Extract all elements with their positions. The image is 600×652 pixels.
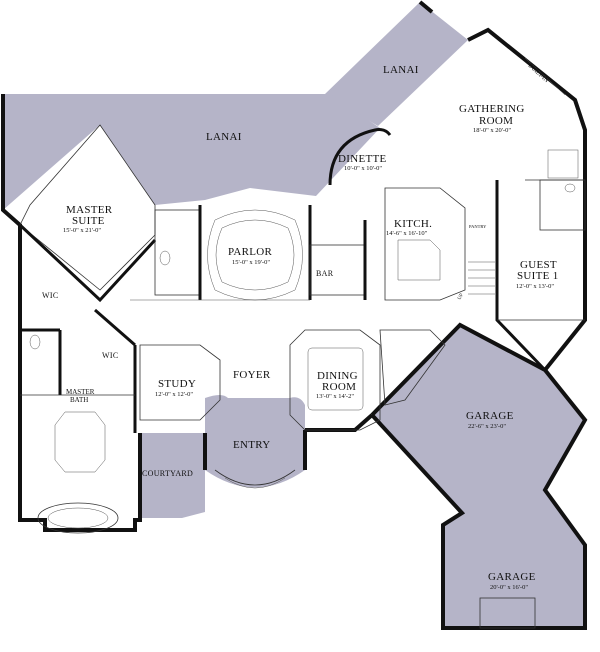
dining-room-label-2: ROOM (322, 381, 356, 393)
lanai-area (3, 2, 468, 210)
foyer-label: FOYER (233, 369, 271, 381)
kitchen-dim: 14'-6" x 16'-10" (386, 230, 428, 237)
master-suite-dim: 15'-0" x 21'-0" (63, 227, 101, 234)
wic-upper-label: WIC (42, 291, 58, 300)
courtyard-label: COURTYARD (142, 469, 193, 478)
garage-main-label: GARAGE (466, 410, 514, 422)
garage-lower-dim: 20'-0" x 16'-0" (490, 584, 528, 591)
master-bath-label-2: BATH (70, 396, 88, 404)
room-labels: LANAI LANAI GATHERING ROOM 18'-0" x 20'-… (42, 63, 559, 591)
built-in-label: BUILT-IN (527, 63, 550, 85)
gathering-room-label-2: ROOM (479, 115, 513, 127)
lanai-main-label: LANAI (206, 131, 242, 143)
interior-walls (18, 124, 585, 433)
guest-suite-label-1: GUEST (520, 259, 557, 271)
entry-label: ENTRY (233, 439, 271, 451)
master-bath-label-1: MASTER (66, 388, 95, 396)
kitchen-label: KITCH. (394, 218, 432, 230)
garage-lower-label: GARAGE (488, 571, 536, 583)
stair-label: UP (457, 293, 465, 301)
gathering-room-dim: 18'-0" x 20'-0" (473, 127, 511, 134)
pantry-label: PANTRY (469, 224, 487, 229)
bar-label: BAR (316, 269, 334, 278)
courtyard-area (140, 433, 205, 518)
gathering-room-label-1: GATHERING (459, 103, 525, 115)
dining-room-label-1: DINING (317, 370, 358, 382)
master-suite-label-1: MASTER (66, 204, 113, 216)
parlor-label: PARLOR (228, 246, 273, 258)
master-suite-label-2: SUITE (72, 215, 105, 227)
lanai-upper-label: LANAI (383, 64, 419, 76)
entry-area (205, 395, 305, 488)
fixtures (29, 57, 586, 629)
study-label: STUDY (158, 378, 196, 390)
study-dim: 12'-0" x 12'-0" (155, 391, 193, 398)
dinette-label: DINETTE (338, 153, 387, 165)
guest-suite-label-2: SUITE 1 (517, 270, 559, 282)
wic-lower-label: WIC (102, 351, 118, 360)
dining-room-dim: 13'-0" x 14'-2" (316, 393, 354, 400)
parlor-dim: 15'-0" x 19'-0" (232, 259, 270, 266)
guest-suite-dim: 12'-0" x 13'-0" (516, 283, 554, 290)
garage-main-dim: 22'-6" x 23'-0" (468, 423, 506, 430)
garage-area (372, 325, 585, 628)
dinette-dim: 10'-0" x 10'-0" (344, 165, 382, 172)
exterior-walls (1, 0, 588, 630)
